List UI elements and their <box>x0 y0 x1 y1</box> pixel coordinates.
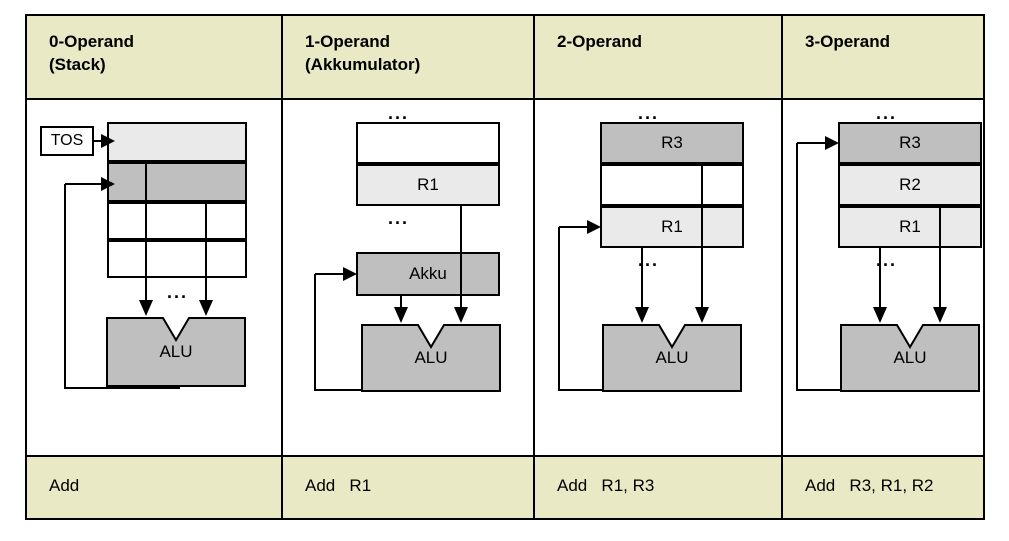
table-footer-row: Add Add R1 Add R1, R3 Add R3, R1, R2 <box>27 457 983 518</box>
instruction-2-operand: Add R1, R3 <box>557 476 655 495</box>
tos-pointer-box: TOS <box>40 126 94 156</box>
register2-row-empty <box>600 164 744 206</box>
header-cell-1-operand: 1-Operand (Akkumulator) <box>281 16 533 98</box>
regfile2-ellipsis-top: ... <box>638 103 660 123</box>
two-operand-wiring <box>558 220 742 392</box>
table-header-row: 0-Operand (Stack) 1-Operand (Akkumulator… <box>27 16 983 100</box>
header-label-3-operand: 3-Operand <box>805 32 891 51</box>
register2-label-r1: R1 <box>661 217 683 236</box>
accumulator-box: Akku <box>356 252 500 296</box>
instruction-cell-1-operand: Add R1 <box>281 457 533 518</box>
stack-bus-line-left <box>145 162 147 278</box>
register3-label-r2: R2 <box>899 175 921 194</box>
alu-label-1: ALU <box>414 348 448 367</box>
three-operand-wiring <box>796 136 980 392</box>
register-row-empty <box>356 122 500 164</box>
register3-row-r1: R1 <box>838 206 982 248</box>
register-label-r1: R1 <box>417 175 439 194</box>
register-row-r1: R1 <box>356 164 500 206</box>
table-body-row: TOS ... <box>27 100 983 457</box>
diagram-cell-1-operand: ... R1 ... Akku <box>281 100 533 455</box>
instruction-cell-3-operand: Add R3, R1, R2 <box>781 457 983 518</box>
alu-label-2: ALU <box>655 348 689 367</box>
register2-label-r3: R3 <box>661 133 683 152</box>
stack-row-3 <box>107 240 247 278</box>
header-label-0-operand: 0-Operand (Stack) <box>49 32 135 75</box>
accumulator-label: Akku <box>409 264 447 283</box>
alu-box-3: ALU <box>841 325 979 391</box>
stack-ellipsis: ... <box>167 282 189 302</box>
instruction-1-operand: Add R1 <box>305 476 372 495</box>
header-cell-0-operand: 0-Operand (Stack) <box>27 16 281 98</box>
register2-bus-separator <box>701 164 703 248</box>
register2-row-r3: R3 <box>600 122 744 164</box>
instruction-3-operand: Add R3, R1, R2 <box>805 476 934 495</box>
regfile3-ellipsis-top: ... <box>876 103 898 123</box>
three-operand-diagram: ... R3 R2 R1 ... <box>783 100 983 455</box>
register3-row-r2: R2 <box>838 164 982 206</box>
register3-label-r1: R1 <box>899 217 921 236</box>
register3-bus-separator <box>939 206 941 248</box>
accumulator-wiring <box>314 206 501 392</box>
instruction-0-operand: Add <box>49 476 80 495</box>
instruction-cell-2-operand: Add R1, R3 <box>533 457 781 518</box>
stack-row-1 <box>107 162 247 202</box>
header-label-1-operand: 1-Operand (Akkumulator) <box>305 32 421 75</box>
two-operand-diagram: ... R3 R1 ... <box>535 100 781 455</box>
header-cell-2-operand: 2-Operand <box>533 16 781 98</box>
register3-label-r3: R3 <box>899 133 921 152</box>
accumulator-diagram: ... R1 ... Akku <box>283 100 533 455</box>
alu-box-2: ALU <box>603 325 741 391</box>
operand-comparison-table: 0-Operand (Stack) 1-Operand (Akkumulator… <box>25 14 985 520</box>
stack-diagram: TOS ... <box>27 100 281 455</box>
tos-label: TOS <box>50 132 84 149</box>
header-label-2-operand: 2-Operand <box>557 32 643 51</box>
alu-box-1: ALU <box>362 325 500 391</box>
regfile-ellipsis-top: ... <box>388 103 410 123</box>
regfile-ellipsis-bottom: ... <box>388 208 410 228</box>
diagram-cell-2-operand: ... R3 R1 ... <box>533 100 781 455</box>
stack-wiring <box>64 134 246 389</box>
diagram-cell-3-operand: ... R3 R2 R1 ... <box>781 100 983 455</box>
stack-bus-line-right <box>205 200 207 278</box>
alu-label-3: ALU <box>893 348 927 367</box>
register3-row-r3: R3 <box>838 122 982 164</box>
instruction-cell-0-operand: Add <box>27 457 281 518</box>
header-cell-3-operand: 3-Operand <box>781 16 983 98</box>
stack-row-2 <box>107 202 247 240</box>
diagram-cell-0-operand: TOS ... <box>27 100 281 455</box>
